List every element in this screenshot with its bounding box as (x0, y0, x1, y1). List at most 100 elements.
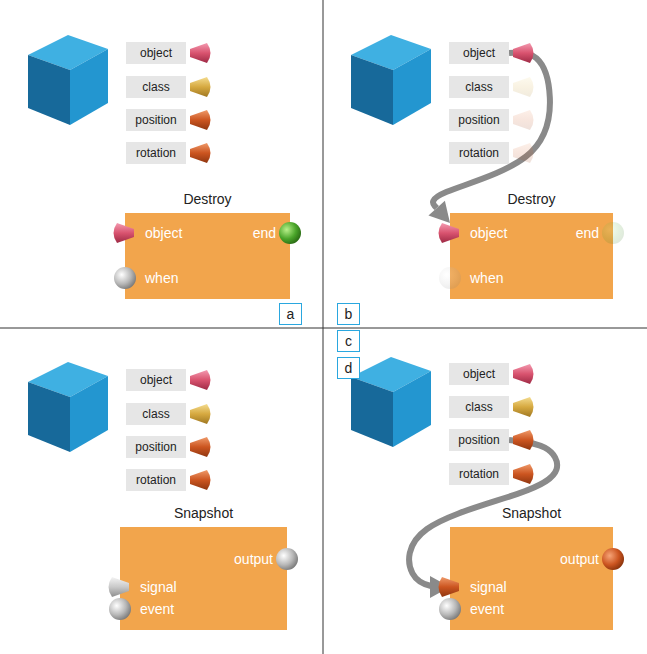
output-cone (513, 77, 534, 97)
output-cone (190, 143, 211, 163)
cube-object (28, 362, 108, 452)
port-tag: object (449, 42, 509, 64)
arrowhead (428, 201, 450, 223)
port-glyphs (114, 222, 302, 289)
node-title: Snapshot (100, 505, 307, 521)
port-label: signal (140, 578, 177, 596)
port-tag: position (126, 436, 186, 458)
connector-line (433, 52, 550, 208)
port-name: class (142, 407, 169, 421)
port-name: position (458, 433, 499, 447)
trigger-sphere (439, 267, 461, 289)
output-cone (190, 77, 211, 97)
input-cone (109, 577, 130, 597)
output-cone (513, 110, 534, 130)
port-name: position (135, 113, 176, 127)
panel-divider (323, 0, 324, 654)
port-label: object (145, 224, 182, 242)
node-box: Snapshotsignaloutputevent (120, 527, 287, 630)
output-cone (190, 470, 211, 490)
port-label: event (140, 600, 174, 618)
port-glyphs (439, 222, 625, 289)
cube-face (393, 49, 431, 125)
node-box: Snapshotsignaloutputevent (450, 527, 613, 630)
port-tag: rotation (126, 142, 186, 164)
cube-face (351, 377, 393, 447)
output-cone (513, 43, 534, 63)
panel-letter: b (337, 303, 360, 325)
port-label: output (234, 550, 273, 568)
cube-object (351, 35, 431, 125)
port-name: position (458, 113, 499, 127)
node-title: Destroy (430, 191, 633, 207)
output-cone (513, 364, 534, 384)
output-sphere (602, 548, 624, 570)
node-title: Snapshot (430, 505, 633, 521)
port-name: object (463, 367, 495, 381)
port-label: event (470, 600, 504, 618)
port-label: output (560, 550, 599, 568)
node-box: Destroyobjectendwhen (450, 213, 613, 299)
cube-object (351, 357, 431, 447)
output-sphere (602, 222, 624, 244)
cube-face (28, 55, 70, 125)
output-cone (190, 43, 211, 63)
port-tag: object (126, 369, 186, 391)
port-name: rotation (136, 473, 176, 487)
port-tag: position (449, 429, 509, 451)
cube-face (70, 49, 108, 125)
output-cone (190, 110, 211, 130)
port-name: rotation (136, 146, 176, 160)
port-name: object (140, 46, 172, 60)
port-tag: object (126, 42, 186, 64)
output-cone (190, 404, 211, 424)
output-cone (513, 397, 534, 417)
panel-letter: a (279, 303, 302, 325)
port-label: end (253, 224, 276, 242)
node-box: Destroyobjectendwhen (125, 213, 290, 299)
input-cone (439, 577, 460, 597)
port-name: class (465, 400, 492, 414)
port-name: rotation (459, 146, 499, 160)
port-glyphs (439, 548, 625, 620)
port-label: end (576, 224, 599, 242)
port-tag: rotation (449, 142, 509, 164)
port-tag: rotation (126, 469, 186, 491)
port-glyphs (109, 548, 299, 620)
cube-face (393, 371, 431, 447)
node-title: Destroy (105, 191, 310, 207)
port-tag: class (449, 396, 509, 418)
trigger-sphere (439, 598, 461, 620)
port-tag: class (126, 76, 186, 98)
panel-letter: c (337, 330, 360, 352)
panel-label: c (345, 333, 352, 349)
input-cone (439, 223, 460, 243)
panel-label: d (345, 360, 353, 376)
output-cone (513, 464, 534, 484)
cube-face (351, 55, 393, 125)
port-name: object (140, 373, 172, 387)
output-cone (513, 143, 534, 163)
cube-object (28, 35, 108, 125)
input-cone (114, 223, 135, 243)
port-name: position (135, 440, 176, 454)
port-tag: rotation (449, 463, 509, 485)
output-cone (513, 430, 534, 450)
trigger-sphere (114, 267, 136, 289)
port-name: rotation (459, 467, 499, 481)
port-tag: class (449, 76, 509, 98)
port-tag: class (126, 403, 186, 425)
output-sphere (276, 548, 298, 570)
port-name: class (142, 80, 169, 94)
port-tag: position (449, 109, 509, 131)
port-label: when (470, 269, 503, 287)
panel-divider (0, 328, 647, 329)
output-cone (190, 370, 211, 390)
arrowhead (430, 576, 450, 598)
port-name: object (463, 46, 495, 60)
port-name: class (465, 80, 492, 94)
port-label: signal (470, 578, 507, 596)
trigger-sphere (109, 598, 131, 620)
panel-label: b (345, 306, 353, 322)
